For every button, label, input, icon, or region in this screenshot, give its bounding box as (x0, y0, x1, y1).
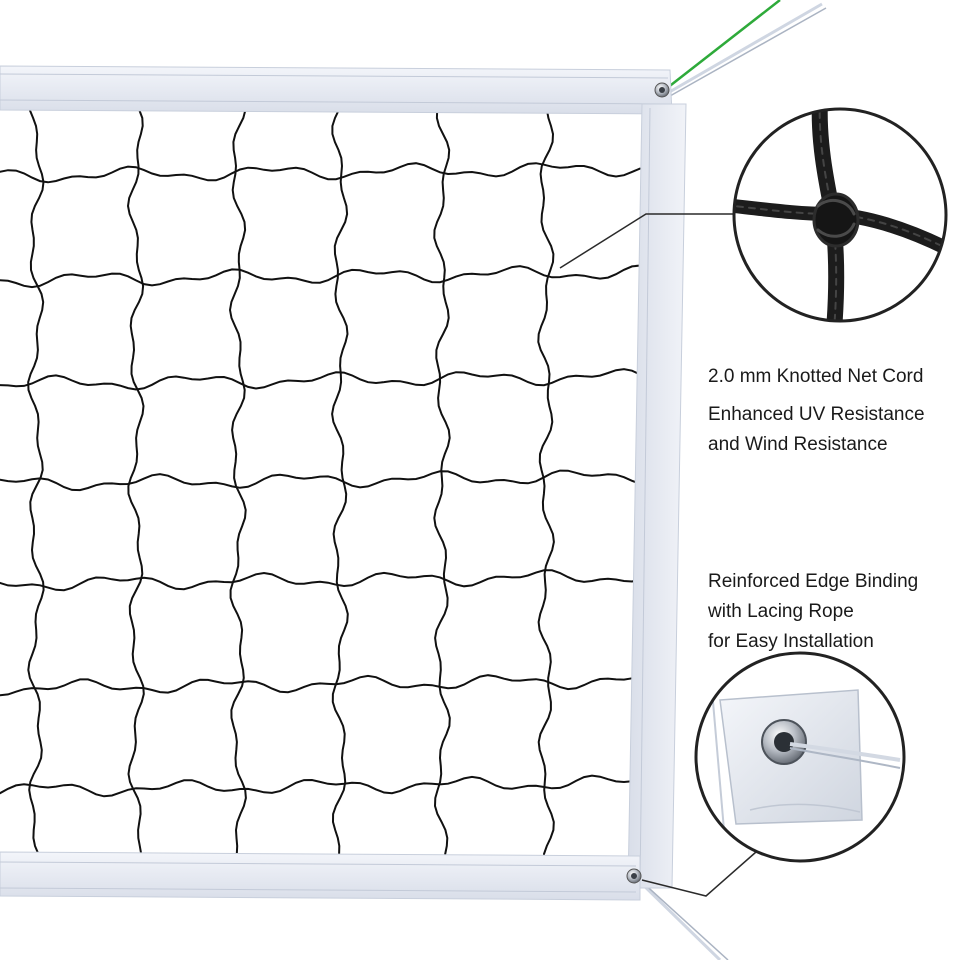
net-vertical-cord (126, 109, 145, 855)
net-vertical-cord (27, 109, 45, 855)
grommet-closeup-icon (694, 651, 906, 863)
net-vertical-cord (228, 109, 247, 855)
net-horizontal-cord (0, 469, 641, 492)
knot-callout-line (559, 213, 738, 269)
caption-uv-line-2: and Wind Resistance (708, 434, 888, 455)
net-horizontal-cord (0, 264, 641, 289)
top-grommet-icon (654, 82, 670, 98)
net-horizontal-cord (0, 774, 641, 798)
net-vertical-cord (537, 109, 555, 855)
caption-uv-resistance: Enhanced UV Resistance and Wind Resistan… (708, 400, 925, 460)
net-mesh (0, 109, 641, 855)
caption-uv-line-1: Enhanced UV Resistance (708, 404, 925, 425)
caption-edge-line-2: with Lacing Rope (708, 601, 854, 622)
caption-edge-line-3: for Easy Installation (708, 631, 874, 652)
bottom-grommet-icon (626, 868, 642, 884)
caption-edge-binding: Reinforced Edge Binding with Lacing Rope… (708, 567, 918, 657)
net-vertical-cord (433, 109, 451, 855)
top-lacing-rope (661, 0, 827, 97)
caption-edge-line-1: Reinforced Edge Binding (708, 571, 919, 592)
grommet-callout-line (641, 851, 757, 897)
net-horizontal-cord (0, 162, 641, 184)
net-horizontal-cord (0, 368, 641, 391)
net-horizontal-cord (0, 674, 641, 697)
net-border-tape (0, 65, 687, 901)
bottom-lacing-rope (634, 876, 729, 960)
caption-net-cord-text: 2.0 mm Knotted Net Cord (708, 366, 924, 387)
net-horizontal-cord (0, 569, 641, 592)
knot-closeup-icon (732, 107, 948, 323)
caption-net-cord: 2.0 mm Knotted Net Cord (708, 362, 923, 392)
